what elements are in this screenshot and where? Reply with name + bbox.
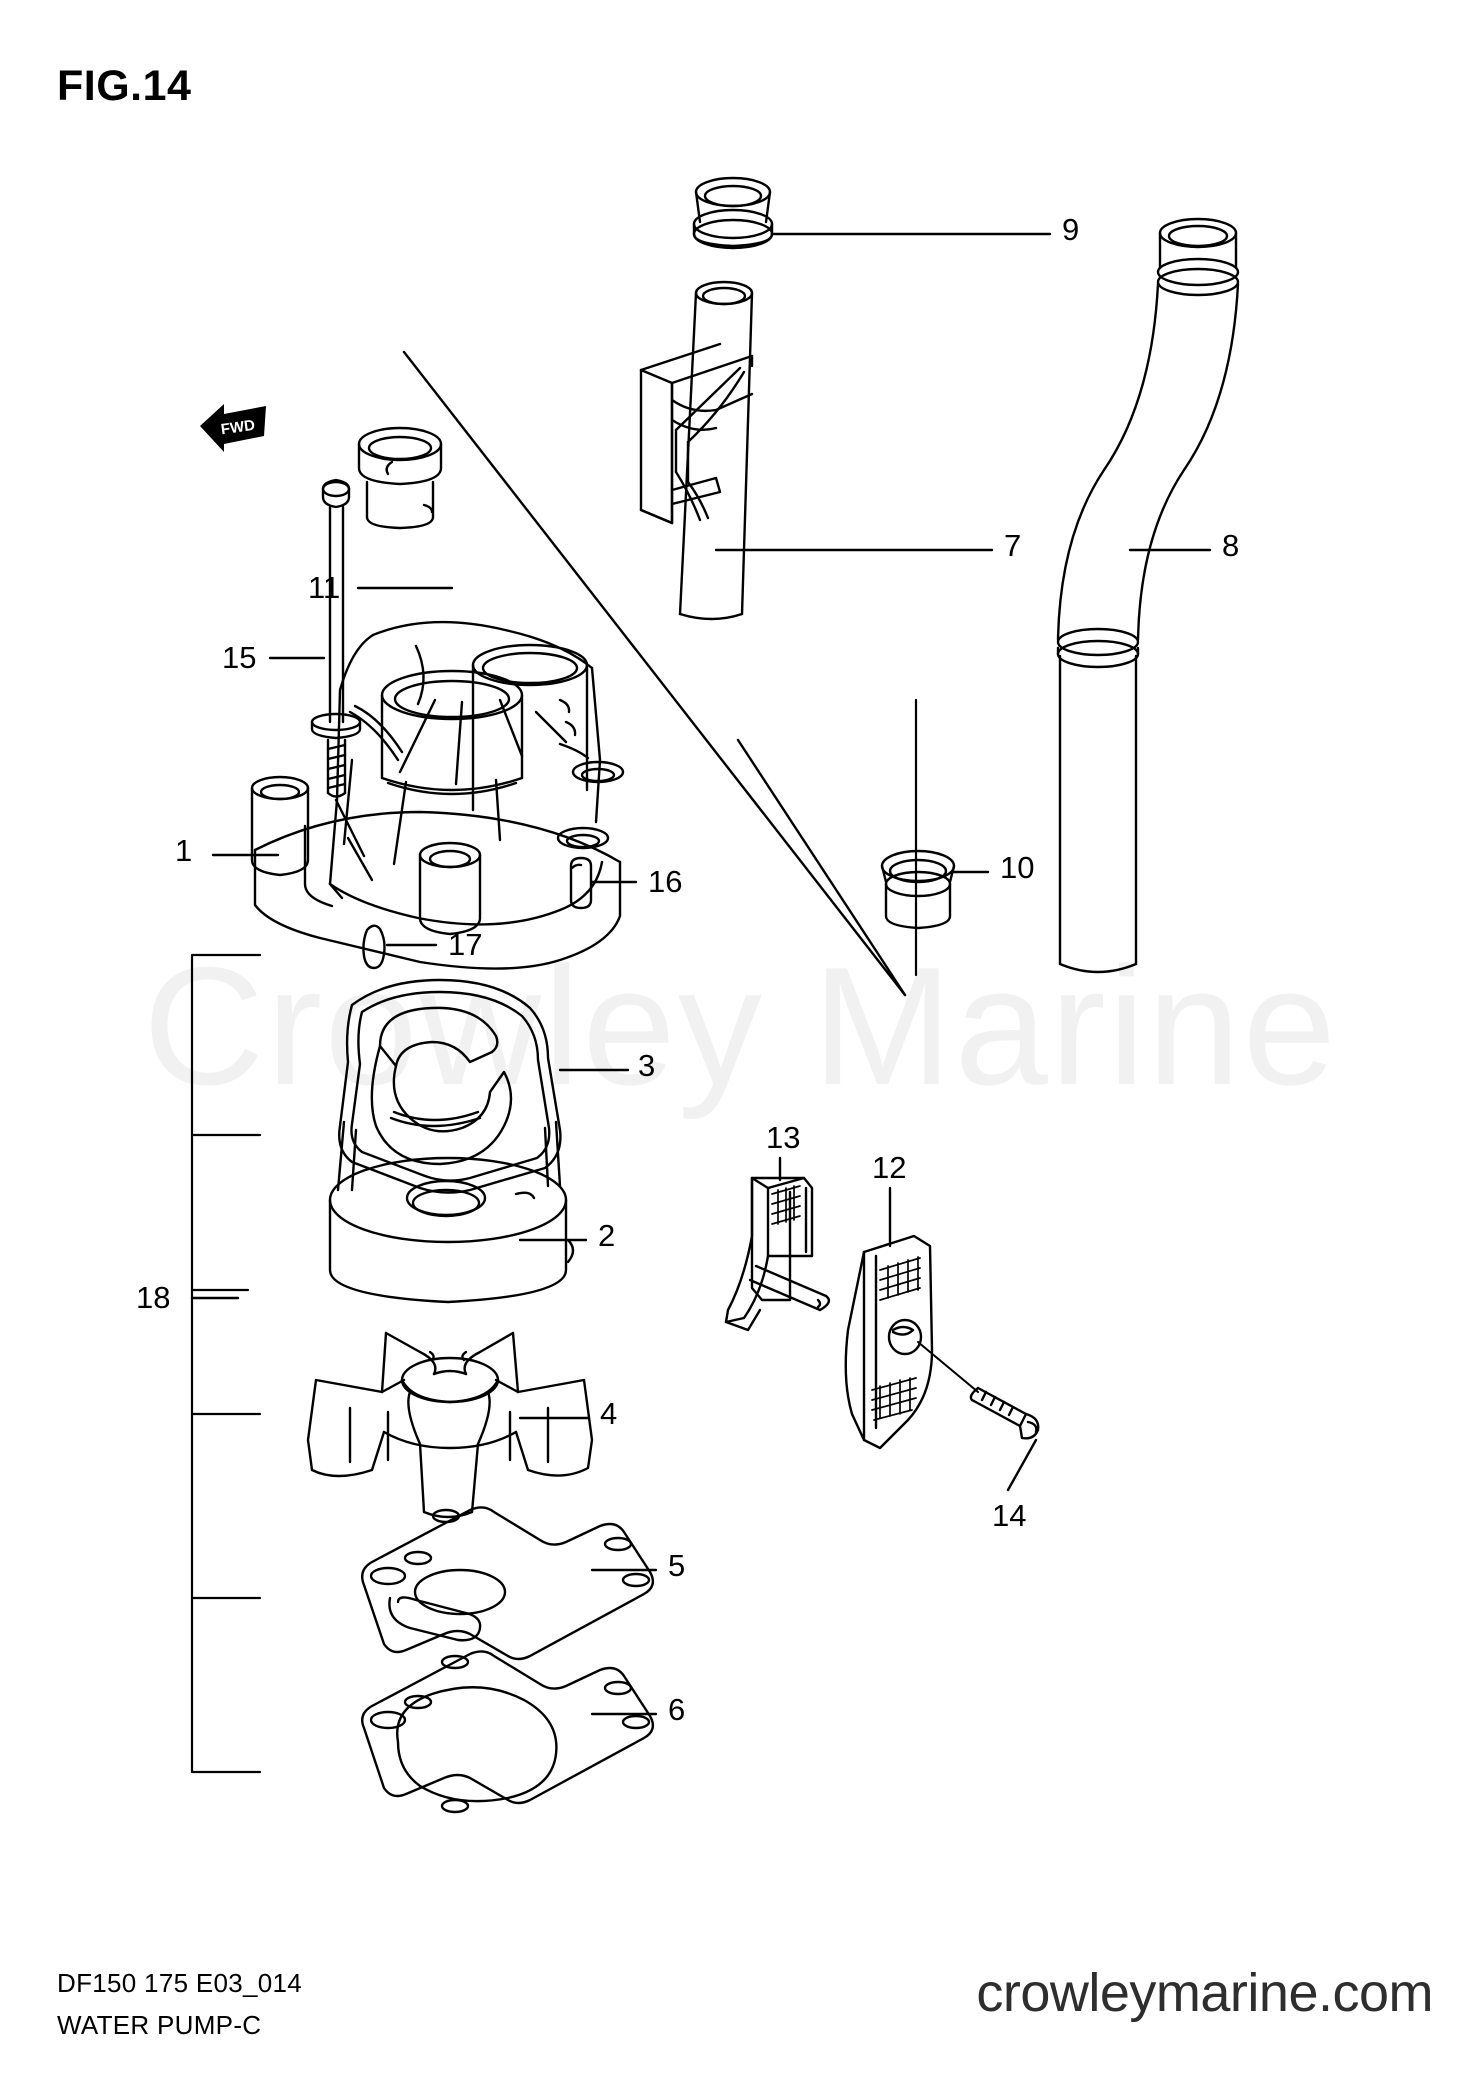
callout-8: 8 [1222, 528, 1240, 563]
svg-text:FWD: FWD [220, 417, 256, 439]
page-title: FIG.14 [57, 62, 192, 110]
callout-17: 17 [448, 927, 483, 962]
callout-1: 1 [175, 833, 193, 868]
callout-11: 11 [308, 570, 341, 605]
diagram-name: WATER PUMP-C [57, 2010, 262, 2040]
callout-9: 9 [1062, 212, 1080, 247]
fwd-arrow-icon: FWD [200, 404, 266, 452]
callout-16: 16 [648, 864, 683, 899]
diagram-code: DF150 175 E03_014 [57, 1968, 303, 1998]
callout-2: 2 [598, 1218, 616, 1253]
callout-13: 13 [766, 1120, 801, 1155]
callout-6: 6 [668, 1692, 686, 1727]
callout-15: 15 [222, 640, 257, 675]
callout-12: 12 [872, 1150, 907, 1185]
callout-14: 14 [992, 1498, 1027, 1533]
brand-watermark-footer: crowleymarine.com [976, 1963, 1433, 2023]
callout-3: 3 [638, 1048, 656, 1083]
callout-18: 18 [136, 1280, 171, 1315]
callout-10: 10 [1000, 850, 1035, 885]
callout-7: 7 [1004, 528, 1022, 563]
callout-5: 5 [668, 1548, 686, 1583]
callout-4: 4 [600, 1396, 618, 1431]
